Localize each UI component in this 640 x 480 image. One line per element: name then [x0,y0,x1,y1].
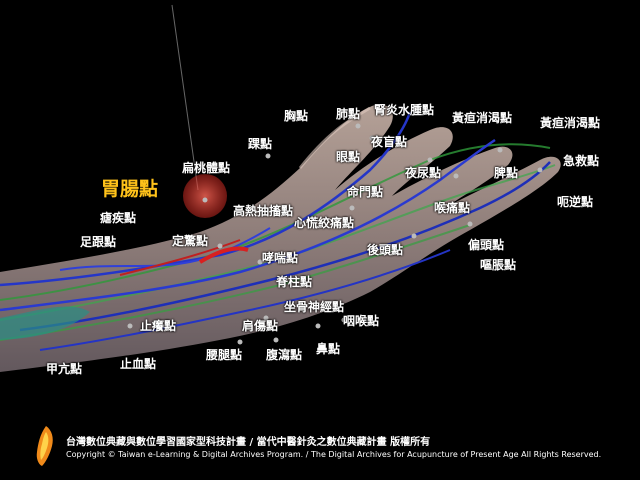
highlight-point-label: 胃腸點 [101,178,159,200]
point-label: 扁桃體點 [182,161,231,175]
point-label: 踝點 [248,137,273,151]
point-label: 黃疸消渴點 [540,116,601,130]
point-label: 命門點 [347,185,384,199]
point-label: 定驚點 [172,234,209,248]
point-label: 呃逆點 [557,195,594,209]
taiwan-logo-icon [36,426,53,466]
point-label: 腰腿點 [206,348,243,362]
point-label: 肺點 [336,107,361,121]
point-label: 鼻點 [316,342,341,356]
point-label: 止癢點 [140,319,177,333]
point-label: 脊柱點 [276,275,313,289]
point-label: 嘔脹點 [480,258,517,272]
point-label: 高熱抽搐點 [233,204,294,218]
point-label: 腹瀉點 [266,348,303,362]
point-label: 夜尿點 [405,166,442,180]
point-label: 腎炎水腫點 [374,103,435,117]
point-label: 後頭點 [367,243,404,257]
point-label: 脾點 [494,166,519,180]
point-label: 咽喉點 [343,314,380,328]
point-label: 哮喘點 [262,251,299,265]
point-label: 止血點 [120,357,157,371]
point-label: 眼點 [336,150,361,164]
point-label: 足跟點 [80,235,117,249]
point-label: 胸點 [284,109,309,123]
point-label: 夜盲點 [371,135,408,149]
point-label: 喉痛點 [434,201,471,215]
point-label: 心慌絞痛點 [294,216,355,230]
point-label: 甲亢點 [46,362,83,376]
footer-copyright-zh: 台灣數位典藏與數位學習國家型科技計畫 / 當代中醫針灸之數位典藏計畫 版權所有 [66,437,431,448]
point-label: 黃疸消渴點 [452,111,513,125]
point-label: 瘧疾點 [100,211,137,225]
footer-copyright-en: Copyright © Taiwan e-Learning & Digital … [66,450,602,459]
point-label: 偏頭點 [468,238,505,252]
point-label: 肩傷點 [242,319,279,333]
point-label: 急救點 [563,154,600,168]
point-label: 坐骨神經點 [284,300,345,314]
